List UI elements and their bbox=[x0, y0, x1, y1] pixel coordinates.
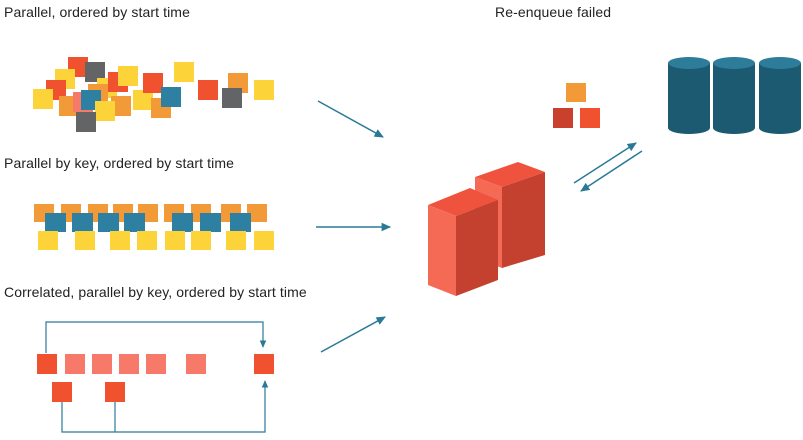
task-square bbox=[133, 90, 153, 110]
task-square bbox=[222, 88, 242, 108]
reenqueue-arrow-down bbox=[580, 150, 643, 192]
task-square bbox=[566, 83, 586, 102]
scattered-task-squares bbox=[33, 57, 274, 132]
task-square bbox=[143, 73, 163, 93]
flow-arrow-3 bbox=[320, 316, 386, 353]
task-square bbox=[33, 89, 53, 109]
task-square bbox=[85, 62, 105, 82]
task-square bbox=[119, 354, 139, 374]
task-square bbox=[580, 108, 600, 128]
task-square bbox=[98, 213, 119, 232]
task-square bbox=[200, 213, 221, 232]
task-square bbox=[226, 231, 246, 250]
task-square bbox=[553, 108, 573, 128]
correlated-task-squares bbox=[37, 321, 274, 433]
task-square bbox=[37, 354, 57, 374]
task-square bbox=[230, 213, 251, 232]
task-square bbox=[92, 354, 112, 374]
task-square bbox=[52, 382, 72, 402]
label-parallel-ordered: Parallel, ordered by start time bbox=[4, 4, 190, 20]
task-square bbox=[72, 213, 93, 232]
label-correlated: Correlated, parallel by key, ordered by … bbox=[4, 284, 307, 300]
task-square bbox=[186, 354, 206, 374]
failed-task-squares bbox=[553, 83, 600, 128]
task-square bbox=[254, 231, 274, 250]
database-cylinder bbox=[713, 57, 755, 134]
database-cylinder bbox=[759, 57, 801, 134]
server-blocks-icon bbox=[428, 162, 545, 296]
task-square bbox=[105, 382, 125, 402]
task-square bbox=[146, 354, 166, 374]
task-square bbox=[137, 231, 157, 250]
task-square bbox=[124, 213, 145, 232]
task-square bbox=[45, 213, 66, 232]
task-square bbox=[65, 354, 85, 374]
database-cylinders-icon bbox=[668, 57, 801, 134]
label-parallel-by-key: Parallel by key, ordered by start time bbox=[4, 155, 234, 171]
task-square bbox=[191, 231, 211, 250]
task-square bbox=[118, 66, 138, 86]
task-square bbox=[76, 112, 96, 132]
task-square bbox=[161, 87, 181, 107]
task-square bbox=[198, 80, 218, 100]
reenqueue-arrow-up bbox=[573, 142, 637, 184]
task-square bbox=[95, 101, 115, 121]
label-reenqueue-failed: Re-enqueue failed bbox=[495, 4, 612, 20]
task-square bbox=[38, 231, 58, 250]
task-square bbox=[75, 231, 95, 250]
task-square bbox=[254, 354, 274, 374]
task-square bbox=[172, 213, 193, 232]
task-square bbox=[254, 80, 274, 100]
task-square bbox=[111, 96, 131, 116]
keyed-task-squares bbox=[34, 204, 274, 250]
task-square bbox=[174, 62, 194, 82]
flow-arrow-1 bbox=[317, 100, 384, 138]
task-square bbox=[165, 231, 185, 250]
task-square bbox=[247, 204, 267, 222]
task-square bbox=[110, 231, 130, 250]
database-cylinder bbox=[668, 57, 710, 134]
correlation-loop-top bbox=[45, 321, 267, 353]
correlation-loop-bottom bbox=[61, 380, 269, 433]
